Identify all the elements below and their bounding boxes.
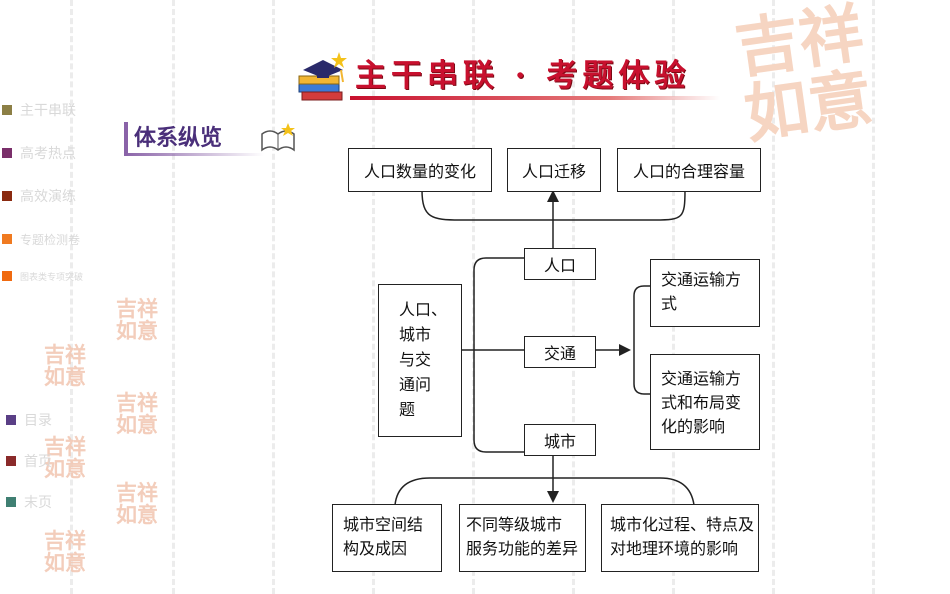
node-transport-impact: 交通运输方 式和布局变 化的影响	[650, 354, 760, 450]
node-city-structure: 城市空间结 构及成因	[332, 504, 442, 572]
node-transport: 交通	[524, 336, 596, 368]
node-population-change: 人口数量的变化	[348, 148, 492, 192]
node-city: 城市	[524, 424, 596, 456]
node-migration: 人口迁移	[507, 148, 601, 192]
node-root: 人口、 城市 与交 通问 题	[378, 284, 462, 437]
node-population: 人口	[524, 248, 596, 280]
node-capacity: 人口的合理容量	[617, 148, 761, 192]
node-urbanization: 城市化过程、特点及 对地理环境的影响	[601, 504, 759, 572]
node-transport-modes: 交通运输方 式	[650, 259, 760, 327]
node-city-services: 不同等级城市 服务功能的差异	[459, 504, 586, 572]
